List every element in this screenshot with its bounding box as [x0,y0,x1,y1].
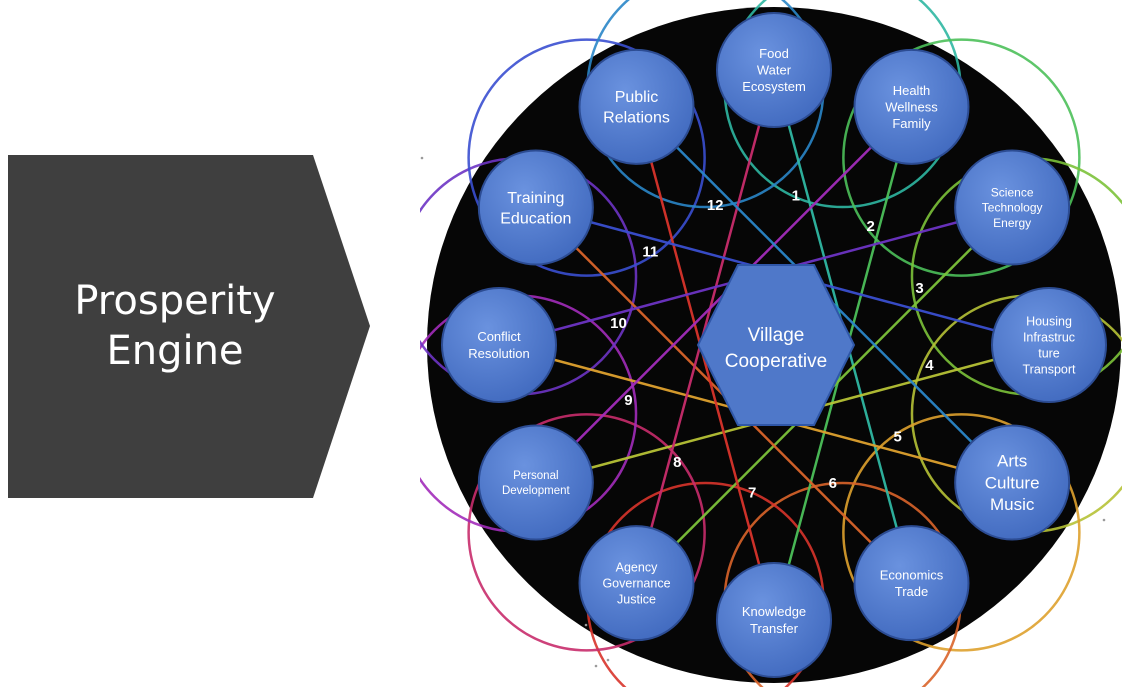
title-line-2: Engine [106,328,244,374]
segment-number-1: 1 [792,187,800,204]
title-line-1: Prosperity [74,278,276,324]
node-circle-11 [477,149,594,266]
segment-number-5: 5 [894,428,902,445]
node-circle-7 [716,562,832,678]
segment-number-12: 12 [707,197,724,214]
prosperity-engine-chevron [8,155,370,498]
weave-ring-11 [467,38,706,277]
segment-number-2: 2 [866,218,874,235]
node-circle-1 [716,12,832,128]
prosperity-engine-title: Prosperity Engine [30,276,320,376]
node-circle-8 [578,525,695,642]
weave-ring-8 [467,413,706,652]
node-circle-4 [991,287,1107,403]
segment-number-7: 7 [748,485,756,502]
segment-number-6: 6 [829,475,837,492]
center-hexagon [696,264,856,426]
speck-1 [584,623,588,627]
speck-0 [420,156,424,160]
weave-ring-2 [842,38,1081,277]
node-circle-5 [954,424,1071,541]
speck-2 [606,658,610,662]
star-line-7 [635,106,776,621]
node-circle-10 [441,287,557,403]
node-circle-9 [477,424,594,541]
segment-number-4: 4 [925,357,934,374]
segment-number-11: 11 [642,244,658,261]
speck-4 [1102,518,1106,522]
star-line-8 [635,69,776,584]
node-circle-12 [578,48,695,165]
segment-number-10: 10 [610,315,627,332]
segment-number-9: 9 [624,392,632,409]
node-circle-3 [954,149,1071,266]
segment-number-8: 8 [673,454,681,471]
segment-number-3: 3 [915,280,923,297]
node-circle-6 [853,525,970,642]
speck-3 [594,664,598,668]
weave-ring-5 [842,413,1081,652]
node-circle-2 [853,48,970,165]
